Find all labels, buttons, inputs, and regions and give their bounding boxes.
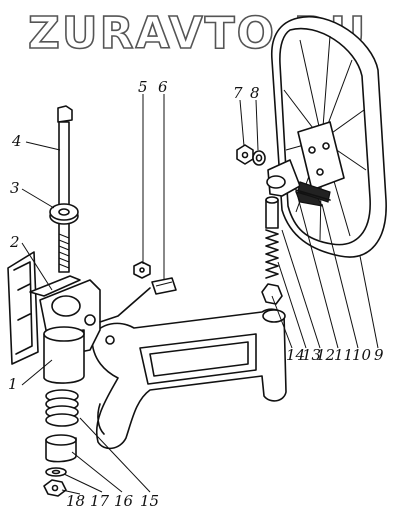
label-part-16: 16 xyxy=(114,492,134,510)
label-part-14: 14 xyxy=(286,346,305,364)
nut-part-5 xyxy=(133,261,151,279)
clamp-spring xyxy=(45,389,79,427)
pivot-bushing xyxy=(261,283,283,305)
pivot-shaft xyxy=(265,196,279,229)
mirror-arm xyxy=(91,308,287,450)
bottom-nut-part-16 xyxy=(45,434,77,463)
label-part-15: 15 xyxy=(140,492,159,510)
nut-part-18 xyxy=(43,479,67,497)
bolt-part-6 xyxy=(151,277,177,295)
label-part-7: 7 xyxy=(233,84,243,102)
label-part-17: 17 xyxy=(90,492,110,510)
nut-part-7 xyxy=(236,144,254,165)
mounting-plate xyxy=(7,251,81,365)
label-part-9: 9 xyxy=(374,346,384,364)
washer-part-17 xyxy=(45,467,67,477)
label-part-12: 12 xyxy=(316,346,335,364)
pivot-spring xyxy=(265,229,279,279)
swivel-bracket xyxy=(266,159,301,197)
label-part-13: 13 xyxy=(302,346,321,364)
leader-lines xyxy=(21,94,379,495)
label-part-5: 5 xyxy=(138,78,148,96)
mirror-head xyxy=(271,15,387,258)
label-part-4: 4 xyxy=(11,132,22,150)
label-part-2: 2 xyxy=(9,233,20,251)
label-part-6: 6 xyxy=(158,78,168,96)
washer-part-8 xyxy=(252,150,266,166)
label-part-11: 11 xyxy=(334,346,353,364)
label-part-10: 10 xyxy=(352,346,372,364)
label-part-18: 18 xyxy=(66,492,85,510)
clamp-bolt xyxy=(57,105,73,273)
clamp-washer xyxy=(49,203,79,225)
clamp-body xyxy=(39,279,101,384)
label-part-1: 1 xyxy=(8,375,18,393)
swivel-bolts xyxy=(294,181,331,207)
label-part-3: 3 xyxy=(10,179,20,197)
connector-line xyxy=(99,287,151,323)
label-part-8: 8 xyxy=(250,84,260,102)
